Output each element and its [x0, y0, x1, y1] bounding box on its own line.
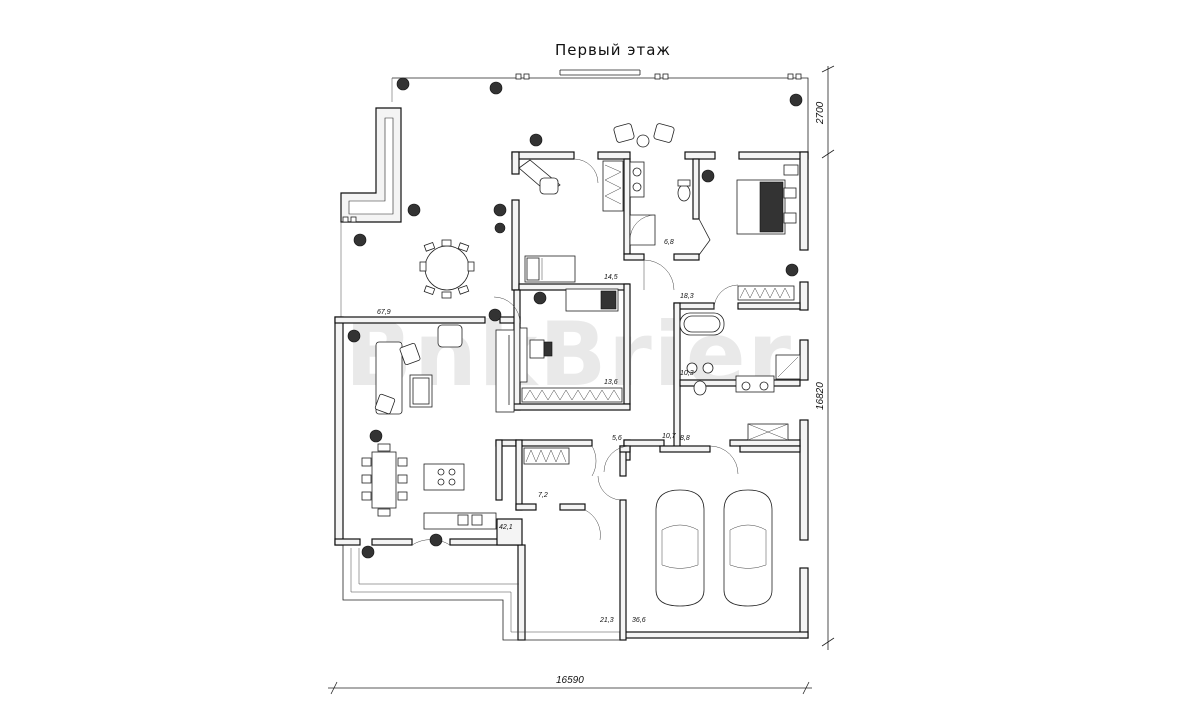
bath-upper-fixtures [629, 161, 691, 246]
terrace-left [340, 107, 402, 318]
dimension-height: 16820 [815, 382, 826, 410]
door-swings [411, 158, 739, 546]
dimension-horizontal: 16590 [328, 675, 812, 695]
area-label: 67,9 [377, 309, 391, 316]
bath-lower-fixtures [679, 312, 801, 396]
area-label: 5,6 [612, 435, 622, 442]
dimension-width: 16590 [556, 675, 584, 686]
terrace-top [391, 69, 809, 152]
kitchen [423, 463, 497, 530]
area-label: 21,3 [599, 617, 614, 624]
plants [347, 77, 803, 559]
wardrobes [521, 285, 795, 465]
area-label: 8,8 [680, 435, 690, 442]
area-label: 6,8 [664, 239, 674, 246]
dining-set [361, 443, 408, 517]
master-bed [736, 164, 799, 235]
area-label: 36,6 [632, 617, 646, 624]
area-label: 13,6 [604, 379, 618, 386]
office-furniture [518, 159, 576, 283]
terrace-armchairs [613, 123, 675, 148]
area-label: 10,7 [662, 433, 677, 440]
terrace-dining-table [419, 239, 475, 299]
dimension-terrace: 2700 [815, 101, 826, 125]
plan-title: Первый этаж [555, 41, 671, 59]
area-label: 7,2 [538, 492, 548, 499]
kids-room-furniture [519, 288, 619, 383]
area-label: 42,1 [499, 524, 513, 531]
area-label: 10,3 [680, 370, 694, 377]
dimension-vertical: 2700 16820 [815, 65, 835, 650]
living-room-furniture [374, 324, 515, 415]
area-label: 14,5 [604, 274, 618, 281]
wardrobe-bath [602, 160, 624, 212]
garage-cars [655, 489, 773, 607]
area-label: 18,3 [680, 293, 694, 300]
exterior-walls [334, 151, 809, 641]
room-area-labels: 67,9 14,5 6,8 18,3 13,6 10,3 5,6 10,7 8,… [377, 239, 694, 624]
terrace-bottom [342, 545, 620, 641]
